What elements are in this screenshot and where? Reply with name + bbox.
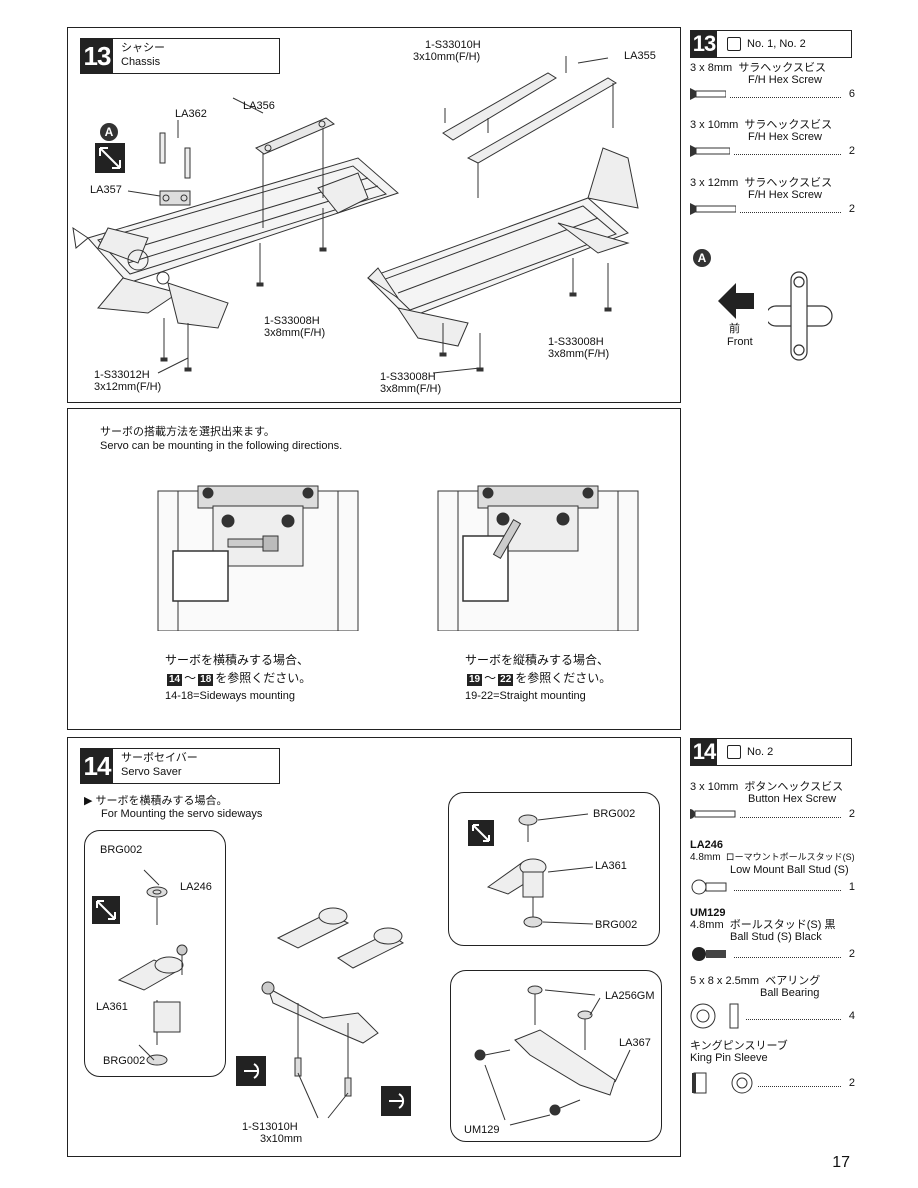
front-jp: 前	[729, 323, 740, 335]
marker-a: A	[693, 249, 711, 267]
ref-step-chip: 14	[167, 674, 183, 686]
step-number: 13	[81, 39, 113, 73]
part-fh-screw-10: 3 x 10mm サラヘックスビス F/H Hex Screw 2	[690, 119, 855, 157]
part-la246: LA246 4.8mm ローマウントボールスタッド(S) Low Mount B…	[690, 839, 855, 896]
wrench-icon	[727, 745, 741, 759]
label-s33008h-c-size: 3x8mm(F/H)	[380, 383, 442, 395]
label-s13010h-size: 3x10mm	[260, 1133, 303, 1145]
step-title-jp: サーボセイバー	[121, 752, 198, 764]
sideways-en: 14-18=Sideways mounting	[165, 690, 295, 702]
page-number: 17	[832, 1154, 850, 1171]
servo-intro-jp: サーボの搭載方法を選択出来ます。	[100, 426, 275, 438]
note-jp: サーボを横積みする場合。	[95, 795, 228, 807]
marker-a: A	[100, 123, 118, 141]
ball-stud-icon	[691, 879, 727, 895]
part-king-pin-sleeve: キングピンスリーブ King Pin Sleeve 2	[690, 1040, 855, 1096]
step-title-en: Chassis	[121, 56, 161, 68]
button-screw-icon	[690, 809, 736, 819]
step14-header: 14 サーボセイバー Servo Saver	[80, 748, 280, 784]
step14-panel: 14 サーボセイバー Servo Saver ▶ サーボを横積みする場合。 Fo…	[67, 737, 681, 1157]
orientation-icon	[92, 896, 120, 924]
step-title-en: Servo Saver	[121, 766, 182, 778]
label-la367: LA367	[619, 1037, 651, 1049]
wrench-icon	[727, 37, 741, 51]
servo-saver-detail-diagram	[486, 813, 594, 928]
part-um129: UM129 4.8mm ボールスタッド(S) 黒 Ball Stud (S) B…	[690, 907, 855, 963]
straight-servo-diagram	[437, 485, 639, 631]
label-s33008h-b-code: 1-S33008H	[548, 336, 604, 348]
label-s33010h-code: 1-S33010H	[425, 39, 481, 51]
chassis-diagram	[72, 56, 639, 374]
orientation-icon	[95, 143, 125, 173]
label-brg002-b: BRG002	[103, 1055, 146, 1067]
step13-panel: 13 シャシー Chassis	[67, 27, 681, 403]
tool-numbers: No. 1, No. 2	[747, 38, 806, 50]
label-la362: LA362	[175, 108, 207, 120]
label-la355: LA355	[624, 50, 656, 62]
servo-saver-assembly-diagram	[261, 907, 404, 1119]
rotate-icon	[381, 1086, 411, 1116]
note-en: For Mounting the servo sideways	[101, 808, 263, 820]
label-la246: LA246	[180, 881, 212, 893]
ref-step-chip: 18	[198, 674, 214, 686]
front-arrow-icon	[718, 283, 754, 319]
label-s33008h-a-code: 1-S33008H	[264, 315, 320, 327]
servo-mounting-panel: サーボの搭載方法を選択出来ます。 Servo can be mounting i…	[67, 408, 681, 730]
sleeve-icon	[692, 1072, 753, 1094]
step14-note: ▶ サーボを横積みする場合。	[84, 795, 228, 807]
label-s33008h-b-size: 3x8mm(F/H)	[548, 348, 610, 360]
ref-step-chip: 19	[467, 674, 483, 686]
tool-numbers: No. 2	[747, 746, 774, 758]
label-s33012h-code: 1-S33012H	[94, 369, 150, 381]
label-brg002-d: BRG002	[595, 919, 638, 931]
straight-en: 19-22=Straight mounting	[465, 690, 586, 702]
label-la361-a: LA361	[96, 1001, 128, 1013]
part-ball-bearing: 5 x 8 x 2.5mm ベアリング Ball Bearing 4	[690, 975, 855, 1031]
bearing-icon	[690, 1003, 739, 1029]
orientation-icon	[468, 820, 494, 846]
label-brg002-a: BRG002	[100, 844, 143, 856]
label-s33008h-a-size: 3x8mm(F/H)	[264, 327, 326, 339]
label-um129: UM129	[464, 1124, 500, 1136]
front-en: Front	[727, 336, 753, 348]
label-la356: LA356	[243, 100, 275, 112]
fh-screw-icon	[690, 88, 726, 100]
step-title-jp: シャシー	[121, 42, 165, 54]
label-brg002-c: BRG002	[593, 808, 636, 820]
label-s33008h-c-code: 1-S33008H	[380, 371, 436, 383]
step-number: 14	[691, 739, 717, 765]
part-fh-screw-12: 3 x 12mm サラヘックスビス F/H Hex Screw 2	[690, 177, 855, 215]
label-la357: LA357	[90, 184, 122, 196]
label-la361-b: LA361	[595, 860, 627, 872]
straight-jp: サーボを縦積みする場合、	[465, 653, 610, 667]
fh-screw-icon	[690, 203, 736, 215]
servo-saver-left-diagram	[117, 869, 188, 1066]
detail-bubble-left	[84, 830, 226, 1077]
step-number: 14	[81, 749, 113, 783]
label-s13010h-code: 1-S13010H	[242, 1121, 298, 1133]
part-button-screw: 3 x 10mm ボタンヘックスビス Button Hex Screw 2	[690, 781, 855, 820]
step13-header: 13 シャシー Chassis	[80, 38, 280, 74]
side14-header: 14 No. 2	[690, 738, 852, 766]
arrow-right-icon: ▶	[84, 795, 93, 807]
rotate-icon	[236, 1056, 266, 1086]
servo-intro-en: Servo can be mounting in the following d…	[100, 440, 343, 452]
steering-arm-detail-diagram	[474, 985, 631, 1126]
step-number: 13	[691, 31, 717, 57]
label-s33012h-size: 3x12mm(F/H)	[94, 381, 162, 393]
label-la256gm: LA256GM	[605, 990, 655, 1002]
ref-step-chip: 22	[498, 674, 514, 686]
ball-stud-black-icon	[692, 947, 726, 961]
label-s33010h-size: 3x10mm(F/H)	[413, 51, 481, 63]
fh-screw-icon	[690, 145, 730, 157]
side13-header: 13 No. 1, No. 2	[690, 30, 852, 58]
la357-preview	[768, 271, 833, 361]
part-fh-screw-8: 3 x 8mm サラヘックスビス F/H Hex Screw 6	[690, 62, 855, 100]
sideways-jp: サーボを横積みする場合、	[165, 653, 310, 667]
sideways-servo-diagram	[157, 485, 359, 631]
